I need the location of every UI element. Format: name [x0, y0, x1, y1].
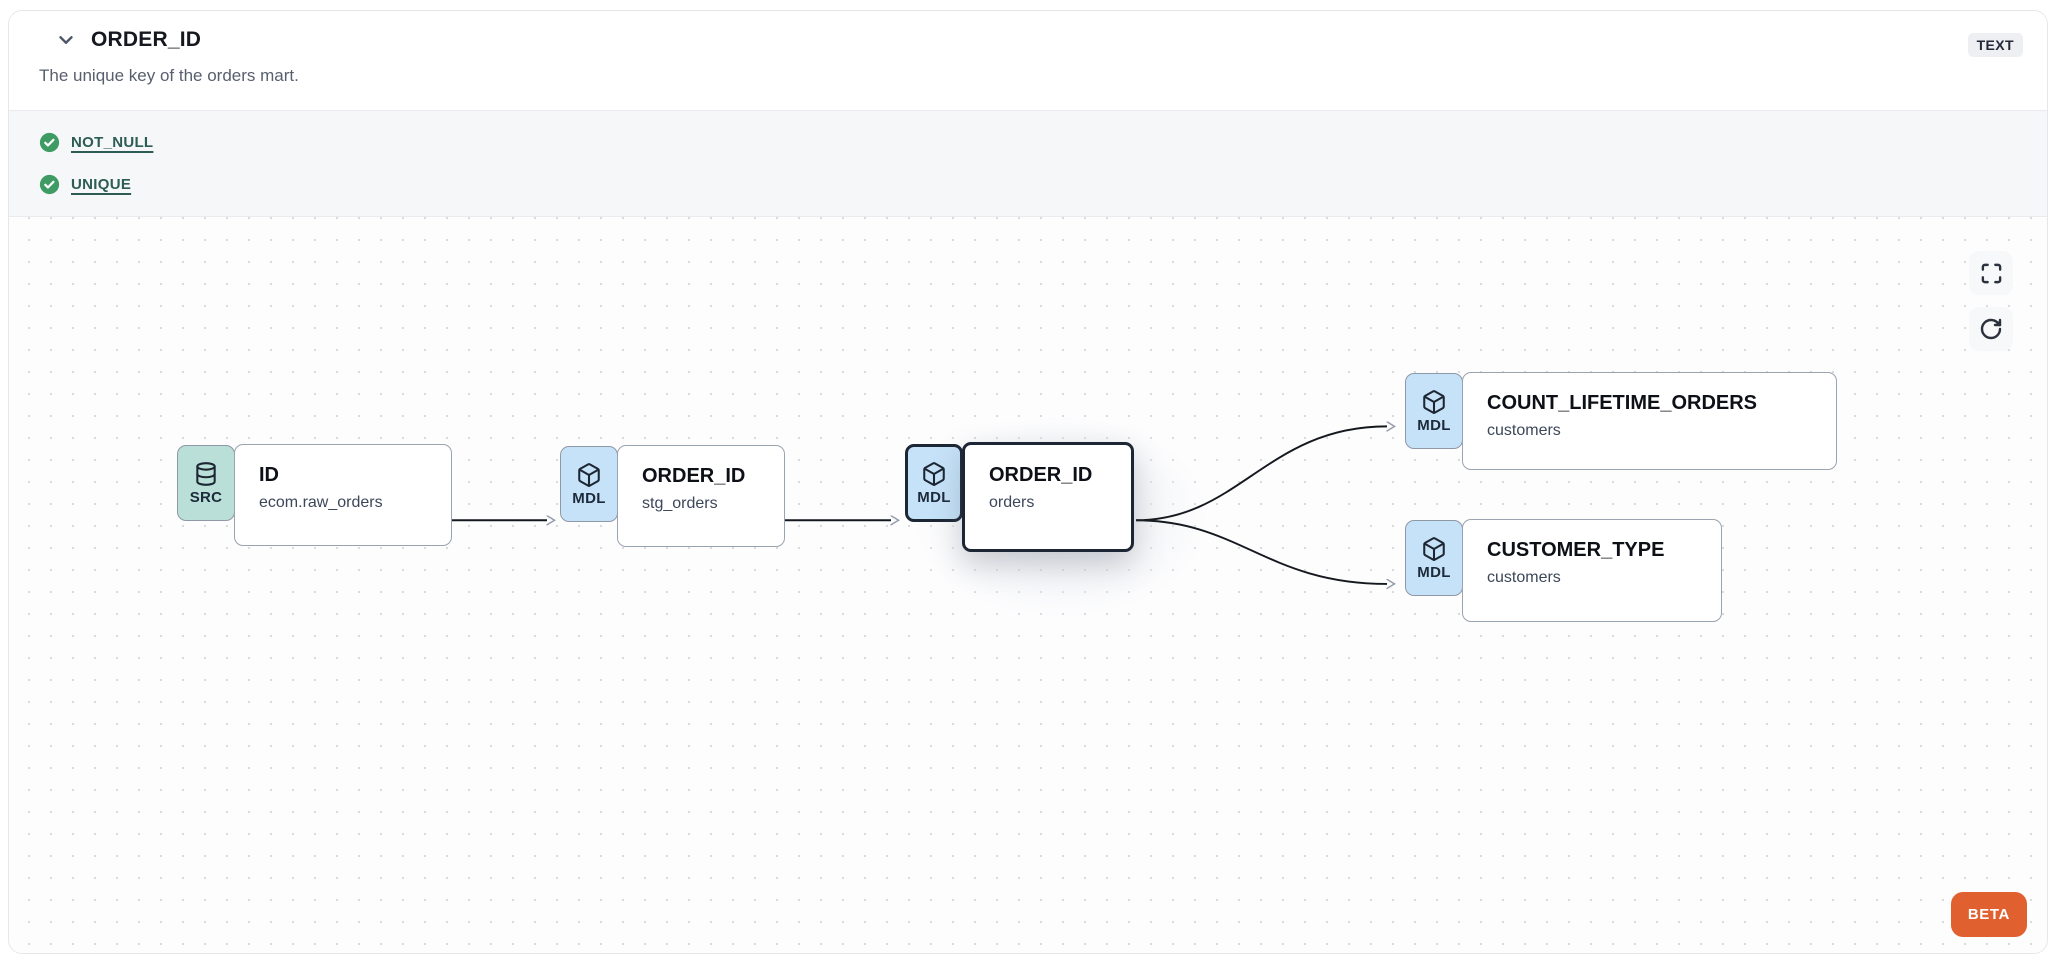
- node-title: ORDER_ID: [989, 464, 1093, 486]
- collapse-chevron-button[interactable]: [53, 27, 79, 53]
- node-title: ORDER_ID: [642, 465, 746, 487]
- node-subtitle: customers: [1487, 569, 1561, 586]
- fullscreen-button[interactable]: [1969, 251, 2013, 295]
- canvas-controls: [1969, 251, 2013, 351]
- node-title: ID: [259, 464, 279, 486]
- node-badge-label: MDL: [572, 489, 606, 507]
- test-link-not-null[interactable]: NOT_NULL: [71, 134, 154, 151]
- node-subtitle: ecom.raw_orders: [259, 494, 383, 511]
- node-title: CUSTOMER_TYPE: [1487, 539, 1665, 561]
- edge-orders-clo: [1135, 426, 1387, 522]
- node-badge-label: MDL: [1417, 563, 1451, 581]
- box-icon: [576, 462, 602, 488]
- node-subtitle: stg_orders: [642, 495, 718, 512]
- node-type-badge: MDL: [1405, 520, 1463, 596]
- node-subtitle: customers: [1487, 422, 1561, 439]
- node-type-badge: MDL: [905, 444, 963, 522]
- column-details-panel: ORDER_ID TEXT The unique key of the orde…: [8, 10, 2048, 954]
- node-subtitle: orders: [989, 494, 1035, 511]
- node-badge-label: SRC: [189, 488, 223, 506]
- node-badge-label: MDL: [1417, 416, 1451, 434]
- lineage-canvas[interactable]: SRC ID ecom.raw_orders MDL ORDER_ID stg_…: [9, 217, 2047, 953]
- column-name-title: ORDER_ID: [91, 28, 202, 51]
- beta-badge: BETA: [1950, 892, 2027, 937]
- rotate-cw-icon: [1979, 317, 2003, 341]
- database-icon: [193, 461, 219, 487]
- node-type-badge: MDL: [560, 446, 618, 522]
- test-row-unique: UNIQUE: [39, 174, 2017, 195]
- node-badge-label: MDL: [917, 488, 951, 506]
- node-title: COUNT_LIFETIME_ORDERS: [1487, 392, 1758, 414]
- chevron-down-icon: [55, 29, 77, 51]
- lineage-edges: [452, 217, 2047, 953]
- box-icon: [921, 461, 947, 487]
- node-type-badge: MDL: [1405, 373, 1463, 449]
- test-row-not-null: NOT_NULL: [39, 132, 2017, 153]
- column-header: ORDER_ID TEXT The unique key of the orde…: [9, 11, 2047, 110]
- box-icon: [1421, 389, 1447, 415]
- check-circle-icon: [39, 174, 60, 195]
- maximize-icon: [1980, 262, 2003, 285]
- column-tests-section: NOT_NULL UNIQUE: [9, 110, 2047, 217]
- node-type-badge: SRC: [177, 445, 235, 521]
- test-link-unique[interactable]: UNIQUE: [71, 176, 132, 193]
- edge-orders-ct: [1135, 519, 1387, 584]
- refresh-button[interactable]: [1969, 307, 2013, 351]
- column-description: The unique key of the orders mart.: [39, 66, 299, 85]
- check-circle-icon: [39, 132, 60, 153]
- column-type-badge: TEXT: [1967, 33, 2023, 57]
- box-icon: [1421, 536, 1447, 562]
